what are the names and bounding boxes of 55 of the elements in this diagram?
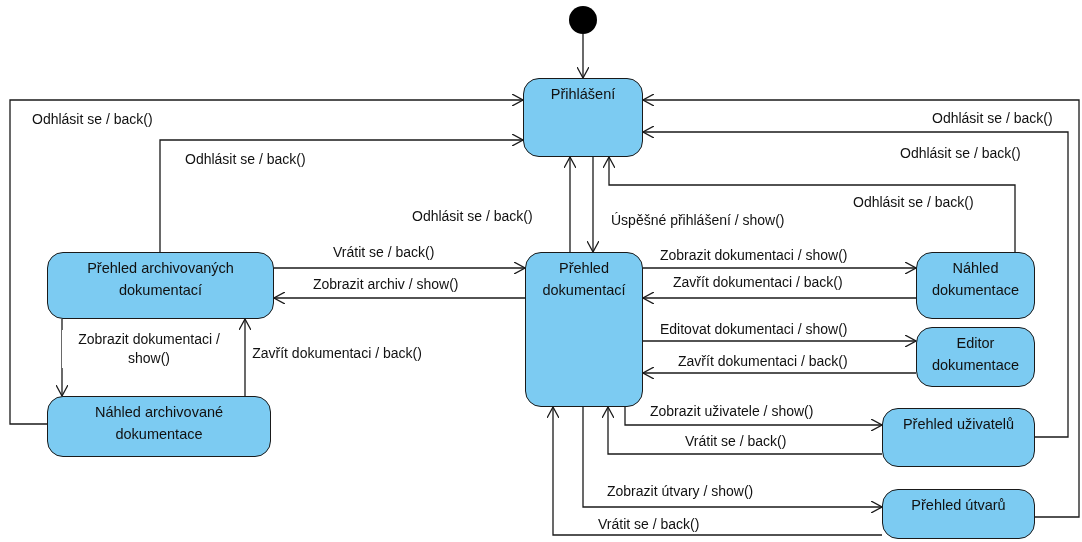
edge-label: Odhlásit se / back(): [183, 150, 308, 169]
state-box: [882, 489, 1035, 539]
transition-arrow: [238, 318, 252, 397]
transition-arrow: [586, 156, 600, 253]
state-name: Přehled dokumentací: [541, 259, 627, 300]
state-box: [916, 252, 1035, 319]
edge-label: Zobrazit dokumentaci / show(): [658, 246, 850, 265]
state-box: [47, 396, 271, 457]
transition-arrow: [273, 261, 526, 275]
edge-label: Zobrazit útvary / show(): [605, 482, 756, 501]
transition-arrow: [624, 406, 883, 432]
edge-label: Vrátit se / back(): [331, 243, 437, 262]
transition-arrow: [563, 156, 577, 253]
transition-arrow: [642, 291, 917, 305]
state-box: [882, 408, 1035, 467]
transition-arrow: [576, 33, 590, 79]
initial-state-dot: [569, 6, 597, 34]
transition-arrow: [273, 291, 526, 305]
edge-label: Zavřít dokumentaci / back(): [671, 273, 845, 292]
edge-label: Odhlásit se / back(): [930, 109, 1055, 128]
transition-arrow: [642, 93, 1080, 518]
edge-label: Odhlásit se / back(): [851, 193, 976, 212]
state-box: [916, 327, 1035, 387]
transition-arrow: [602, 156, 1016, 253]
state-name: Přehled útvarů: [911, 496, 1006, 515]
transition-arrow: [642, 261, 917, 275]
transition-arrow: [582, 406, 883, 514]
state-box: [525, 252, 643, 407]
state-name: Editor dokumentace: [930, 334, 1021, 375]
edge-label: Odhlásit se / back(): [898, 144, 1023, 163]
state-name: Přehled archivovaných dokumentací: [86, 259, 235, 300]
edge-label: Zobrazit archiv / show(): [311, 275, 461, 294]
transition-arrow: [546, 406, 883, 536]
edge-label: Odhlásit se / back(): [410, 207, 535, 226]
state-box: [523, 78, 643, 157]
edge-label: Zavřít dokumentaci / back(): [676, 352, 850, 371]
edge-label: Odhlásit se / back(): [30, 110, 155, 129]
edge-label: Vrátit se / back(): [596, 515, 702, 534]
transition-arrow: [642, 366, 917, 380]
transition-arrow: [642, 334, 917, 348]
transition-arrow: [601, 406, 883, 455]
edge-label: Vrátit se / back(): [683, 432, 789, 451]
state-name: Přihlášení: [550, 85, 616, 104]
transition-arrow: [55, 318, 69, 397]
state-name: Náhled archivované dokumentace: [93, 403, 225, 444]
transition-arrow: [9, 93, 524, 425]
transition-arrow: [642, 125, 1069, 438]
edge-label: Úspěšné přihlášení / show(): [609, 211, 787, 230]
state-name: Přehled uživatelů: [902, 415, 1015, 434]
transition-arrow: [159, 133, 524, 253]
edge-label: Zavřít dokumentaci / back(): [250, 344, 424, 363]
state-box: [47, 252, 274, 319]
edge-label: Zobrazit uživatele / show(): [648, 402, 816, 421]
edge-label: Editovat dokumentaci / show(): [658, 320, 850, 339]
state-name: Náhled dokumentace: [930, 259, 1021, 300]
